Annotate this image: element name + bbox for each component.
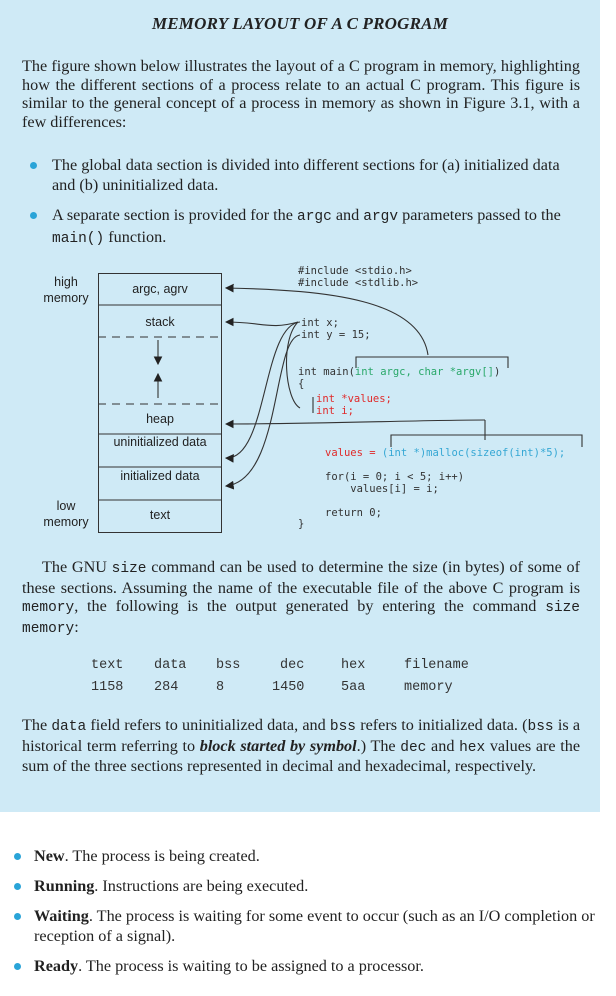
code-return: return 0; xyxy=(325,507,382,519)
low-memory-label: low memory xyxy=(43,499,89,529)
state-description: . Instructions are being executed. xyxy=(94,877,309,895)
section-uninitialized: uninitialized data xyxy=(113,435,207,449)
state-term: Running xyxy=(34,877,95,895)
high-memory-label: high memory xyxy=(43,275,89,305)
table-cell: memory xyxy=(404,680,453,695)
text-run: parameters passed to the xyxy=(398,206,561,224)
emphasis-term: block started by symbol xyxy=(199,736,357,755)
text-run: refers to initialized data. ( xyxy=(356,716,528,734)
bullet-dot-icon xyxy=(14,853,21,860)
code-size-memory: size memory xyxy=(22,600,580,637)
state-text: Waiting. The process is waiting for some… xyxy=(34,906,604,946)
text-run: field refers to uninitialized data, and xyxy=(86,716,330,734)
text-run: function. xyxy=(104,228,167,246)
state-text: New. The process is being created. xyxy=(34,846,604,866)
table-header: bss xyxy=(216,658,241,673)
code-main-pre: int main( xyxy=(298,366,355,378)
state-term: Ready xyxy=(34,957,79,975)
table-header: text xyxy=(91,658,124,673)
text-run: values are the sum of the three sections… xyxy=(22,736,581,776)
code-int-y: int y = 15; xyxy=(301,329,371,341)
section-heap: heap xyxy=(146,412,174,426)
code-main: main() xyxy=(52,231,105,247)
bullet-dot-icon xyxy=(14,883,21,890)
code-malloc-call: (int *)malloc(sizeof(int)*5); xyxy=(381,447,566,459)
text-run: command can be used to determine the siz… xyxy=(22,558,580,597)
code-memory: memory xyxy=(22,600,75,616)
bullet-dot-icon xyxy=(30,212,37,219)
code-i-decl: int i; xyxy=(316,405,354,417)
state-text: Running. Instructions are being executed… xyxy=(34,876,604,896)
code-for-body: values[i] = i; xyxy=(325,483,439,495)
table-header: data xyxy=(154,658,187,673)
sidebar-panel xyxy=(0,0,600,812)
code-data: data xyxy=(51,719,87,735)
code-bss: bss xyxy=(329,719,357,735)
size-paragraph: The GNU size command can be used to dete… xyxy=(22,558,580,638)
text-run: The GNU xyxy=(42,558,112,576)
code-dec: dec xyxy=(400,739,427,756)
text-run: and xyxy=(426,736,460,755)
code-for-loop: for(i = 0; i < 5; i++) xyxy=(325,471,465,483)
text-run: A separate section is provided for the xyxy=(52,206,297,224)
code-argc: argc xyxy=(297,209,332,225)
state-description: . The process is being created. xyxy=(64,847,260,865)
table-cell: 5aa xyxy=(341,680,366,695)
text-run: .) The xyxy=(356,736,401,755)
code-malloc-line: values = (int *)malloc(sizeof(int)*5); xyxy=(325,447,565,459)
text-run: is a historical term referring to xyxy=(22,716,581,755)
section-text: text xyxy=(149,508,171,522)
text-run: , the following is the output generated … xyxy=(74,597,546,615)
bullet-dot-icon xyxy=(14,963,21,970)
code-include-stdio: #include <stdio.h> xyxy=(298,265,412,277)
code-close-brace: } xyxy=(298,518,305,530)
text-run: The xyxy=(22,716,52,734)
data-paragraph: The data field refers to uninitialized d… xyxy=(22,716,580,776)
state-term: Waiting xyxy=(34,907,89,925)
table-cell: 1450 xyxy=(272,680,305,695)
table-header: dec xyxy=(280,658,305,673)
code-hex: hex xyxy=(459,739,486,756)
state-description: . The process is waiting for some event … xyxy=(34,907,595,945)
code-bss: bss xyxy=(527,719,554,735)
code-values-decl: int *values; xyxy=(316,393,392,405)
bullet-dot-icon xyxy=(30,162,37,169)
code-main-args: int argc, char *argv[] xyxy=(354,366,494,378)
bullet-text: A separate section is provided for the a… xyxy=(52,205,580,249)
table-cell: 8 xyxy=(216,680,225,695)
code-main-signature: int main(int argc, char *argv[]) xyxy=(298,366,500,378)
table-header: filename xyxy=(404,658,469,673)
text-run: and xyxy=(331,206,364,224)
panel-title: MEMORY LAYOUT OF A C PROGRAM xyxy=(151,14,449,33)
text-run: : xyxy=(74,617,79,636)
section-argc: argc, agrv xyxy=(132,282,188,296)
intro-paragraph: The figure shown below illustrates the l… xyxy=(22,57,580,131)
bullet-text: The global data section is divided into … xyxy=(52,156,560,194)
code-main-post: ) xyxy=(493,366,501,378)
section-initialized: initialized data xyxy=(120,469,200,483)
state-description: . The process is waiting to be assigned … xyxy=(78,957,424,975)
memory-block xyxy=(98,273,222,533)
code-include-stdlib: #include <stdlib.h> xyxy=(298,277,419,289)
bullet-dot-icon xyxy=(14,913,21,920)
table-cell: 1158 xyxy=(91,680,124,695)
table-cell: 284 xyxy=(154,680,179,695)
section-stack: stack xyxy=(145,315,175,329)
code-size: size xyxy=(111,561,147,577)
table-header: hex xyxy=(341,658,366,673)
code-alloc-target: values = xyxy=(325,447,382,459)
code-int-x: int x; xyxy=(301,317,339,329)
code-open-brace: { xyxy=(298,378,305,390)
code-argv: argv xyxy=(363,209,399,225)
state-term: New xyxy=(34,847,65,865)
state-text: Ready. The process is waiting to be assi… xyxy=(34,956,604,976)
